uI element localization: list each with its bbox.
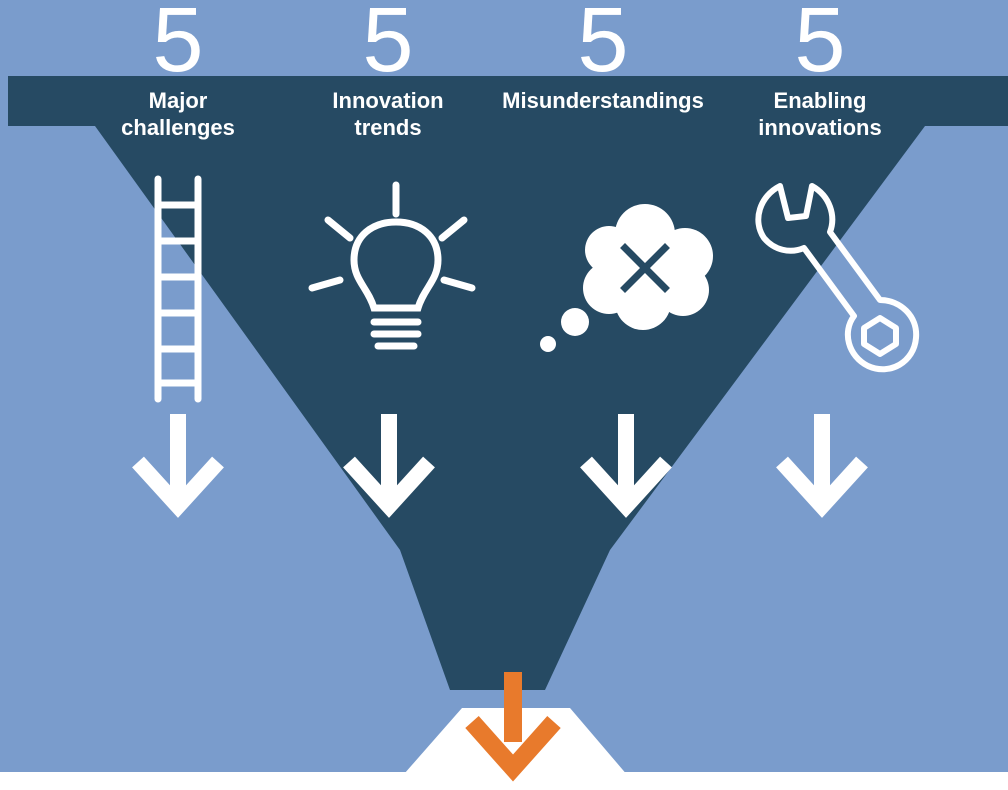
output-mound (390, 708, 640, 790)
column-label: Major challenges (121, 88, 235, 140)
count-number: 5 (794, 0, 846, 91)
count-number: 5 (152, 0, 204, 91)
funnel-body (95, 126, 925, 690)
thought-cloud-x-icon (540, 204, 713, 352)
down-arrow-icon (343, 414, 435, 518)
lightbulb-icon (308, 181, 476, 350)
column-label: Misunderstandings (502, 88, 704, 113)
down-arrow-icon (132, 414, 224, 518)
ladder-icon (154, 175, 202, 403)
down-arrow-icon (776, 414, 868, 518)
output-arrow-icon (465, 672, 561, 782)
column-label: Enabling innovations (758, 88, 882, 140)
bottom-strip (0, 772, 1008, 790)
funnel-top-band (8, 76, 1008, 126)
down-arrow-icon (580, 414, 672, 518)
wrench-icon (755, 183, 920, 373)
count-number: 5 (362, 0, 414, 91)
count-number: 5 (577, 0, 629, 91)
column-label: Innovation trends (332, 88, 444, 140)
